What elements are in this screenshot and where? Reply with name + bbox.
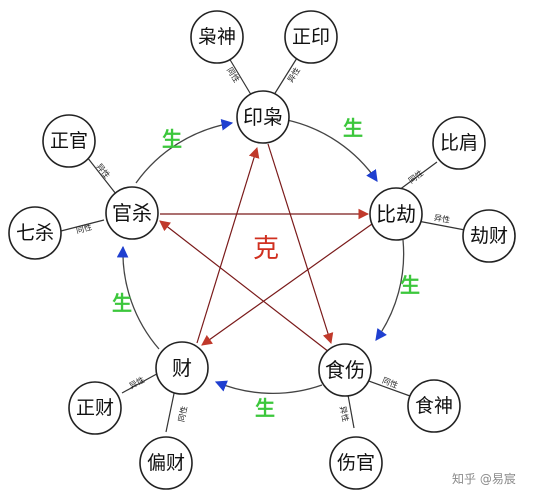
sheng-arc-cai-to-guansha bbox=[116, 245, 160, 350]
node-bijian: 比肩 bbox=[432, 116, 486, 170]
node-zhengyin-label: 正印 bbox=[292, 26, 330, 48]
node-bijie-label: 比劫 bbox=[376, 202, 416, 226]
sheng-label-top-left: 生 bbox=[162, 127, 182, 151]
node-piancai: 偏财 bbox=[139, 436, 193, 490]
spoke-label-zhengyin: 异性 bbox=[285, 65, 302, 84]
node-qisha: 七杀 bbox=[8, 206, 62, 260]
node-yinxiao: 印枭 bbox=[236, 90, 290, 144]
node-shangguan: 伤官 bbox=[329, 436, 383, 490]
node-xiaoshen: 枭神 bbox=[190, 10, 244, 64]
node-xiaoshen-label: 枭神 bbox=[198, 26, 236, 48]
node-shangguan-label: 伤官 bbox=[337, 452, 375, 474]
node-shishang-label: 食伤 bbox=[325, 358, 365, 382]
node-piancai-label: 偏财 bbox=[147, 452, 185, 474]
node-cai: 财 bbox=[155, 341, 209, 395]
spoke-label-piancai: 同性 bbox=[176, 405, 189, 423]
node-cai-label: 财 bbox=[172, 356, 192, 380]
sheng-arc-shishang-to-cai bbox=[214, 380, 323, 395]
node-zhengcai-label: 正财 bbox=[76, 397, 114, 419]
ke-star bbox=[159, 143, 373, 353]
node-zhengguan: 正官 bbox=[42, 114, 96, 168]
spoke-label-shishen: 同性 bbox=[381, 375, 400, 390]
ke-label-center: 克 bbox=[253, 234, 279, 264]
node-qisha-label: 七杀 bbox=[16, 222, 54, 244]
node-jiecai-label: 劫财 bbox=[470, 225, 508, 247]
ke-line-cai-to-yinxiao bbox=[196, 146, 260, 344]
sheng-arc-bijie-to-shishang bbox=[375, 239, 405, 341]
sheng-label-bottom: 生 bbox=[255, 396, 275, 420]
node-guansha: 官杀 bbox=[105, 186, 159, 240]
main-nodes: 印枭 比劫 食伤 财 官杀 bbox=[105, 90, 423, 397]
spoke-label-jiecai: 异性 bbox=[433, 212, 450, 225]
node-zhengguan-label: 正官 bbox=[50, 130, 88, 152]
node-shishang: 食伤 bbox=[318, 343, 372, 397]
node-zhengcai: 正财 bbox=[68, 381, 122, 435]
node-bijian-label: 比肩 bbox=[440, 132, 478, 154]
node-zhengyin: 正印 bbox=[284, 10, 338, 64]
ke-line-shishang-to-guansha bbox=[159, 220, 330, 353]
spoke-label-bijian: 同性 bbox=[406, 168, 425, 186]
sheng-cycle bbox=[116, 118, 405, 395]
spoke-label-shangguan: 异性 bbox=[338, 405, 351, 423]
sheng-label-top-right: 生 bbox=[343, 116, 363, 140]
node-shishen: 食神 bbox=[407, 379, 461, 433]
sheng-label-left: 生 bbox=[112, 291, 132, 315]
node-jiecai: 劫财 bbox=[462, 209, 516, 263]
sheng-arc-yinxiao-to-bijie bbox=[286, 119, 378, 182]
spoke-label-qisha: 同性 bbox=[75, 222, 93, 236]
node-bijie: 比劫 bbox=[369, 187, 423, 241]
sheng-label-right: 生 bbox=[400, 273, 420, 297]
sheng-arc-guansha-to-yinxiao bbox=[135, 118, 234, 184]
node-yinxiao-label: 印枭 bbox=[243, 105, 283, 129]
sub-nodes: 枭神 正印 比肩 劫财 食神 伤官 偏财 正财 bbox=[8, 10, 516, 490]
ke-line-yinxiao-to-shishang bbox=[267, 143, 334, 345]
spokes bbox=[56, 57, 466, 433]
ke-line-bijie-to-cai bbox=[201, 223, 373, 346]
spoke-label-zhengguan: 异性 bbox=[95, 161, 113, 180]
watermark: 知乎 @易宸 bbox=[452, 471, 516, 486]
node-shishen-label: 食神 bbox=[415, 395, 453, 417]
relation-labels: 生 生 生 生 生 克 bbox=[112, 116, 420, 420]
spoke-label-zhengcai: 异性 bbox=[127, 374, 146, 390]
node-guansha-label: 官杀 bbox=[112, 201, 152, 225]
